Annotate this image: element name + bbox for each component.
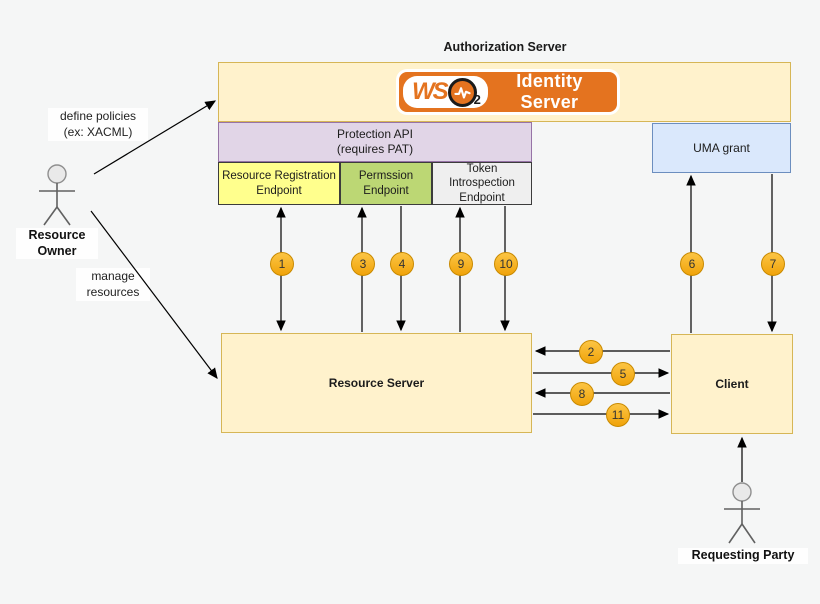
permission-endpoint-label: Permssion Endpoint xyxy=(358,170,414,197)
define-policies-line1: define policies xyxy=(59,109,137,123)
resource-registration-endpoint-label: Resource Registration Endpoint xyxy=(222,170,336,197)
resource-owner-head xyxy=(47,164,67,184)
wso2-logo-ws-text: WS xyxy=(412,78,449,105)
step-badge-1: 1 xyxy=(270,252,294,276)
step-badge-2: 2 xyxy=(579,340,603,364)
protection-api-label-line1: Protection API xyxy=(336,127,414,141)
requesting-party-figure xyxy=(724,482,760,544)
manage-resources-label: manage resources xyxy=(76,268,150,302)
resource-server-box: Resource Server xyxy=(221,333,532,433)
client-label: Client xyxy=(715,376,749,391)
client-box: Client xyxy=(671,334,793,434)
wso2-logo: WS 2 Identity Server xyxy=(399,71,617,112)
define-policies-line2: (ex: XACML) xyxy=(63,124,133,139)
identity-server-wordmark: Identity Server xyxy=(516,71,583,112)
step-badge-3: 3 xyxy=(351,252,375,276)
token-introspection-endpoint-label: Token Introspection Endpoint xyxy=(449,162,515,204)
wso2-logo-subscript: 2 xyxy=(473,92,481,107)
resource-owner-figure xyxy=(39,164,75,226)
protection-api-label-line2: (requires PAT) xyxy=(336,142,414,156)
requesting-party-label: Requesting Party xyxy=(678,548,808,564)
resource-server-label: Resource Server xyxy=(328,375,425,390)
step-badge-4: 4 xyxy=(390,252,414,276)
protection-api-box: Protection API (requires PAT) xyxy=(218,122,532,162)
step-badge-9: 9 xyxy=(449,252,473,276)
step-badge-5: 5 xyxy=(611,362,635,386)
wso2-logo-mark: WS 2 xyxy=(403,76,488,108)
pulse-wave-glyph xyxy=(454,86,471,99)
resource-registration-endpoint-box: Resource Registration Endpoint xyxy=(218,162,340,205)
step-badge-8: 8 xyxy=(570,382,594,406)
manage-resources-line1: manage xyxy=(91,269,135,283)
step-badge-6: 6 xyxy=(680,252,704,276)
permission-endpoint-box: Permssion Endpoint xyxy=(340,162,432,205)
diagram-title: Authorization Server xyxy=(443,40,567,54)
token-introspection-endpoint-box: Token Introspection Endpoint xyxy=(432,162,532,205)
resource-owner-label: Resource Owner xyxy=(16,228,98,260)
step-badge-10: 10 xyxy=(494,252,518,276)
define-policies-label: define policies (ex: XACML) xyxy=(48,108,148,142)
step-badge-7: 7 xyxy=(761,252,785,276)
requesting-party-head xyxy=(732,482,752,502)
uma-grant-label: UMA grant xyxy=(693,140,750,155)
step-badge-11: 11 xyxy=(606,403,630,427)
uma-grant-box: UMA grant xyxy=(652,123,791,173)
pulse-wave-icon xyxy=(447,77,477,107)
manage-resources-line2: resources xyxy=(86,284,140,299)
